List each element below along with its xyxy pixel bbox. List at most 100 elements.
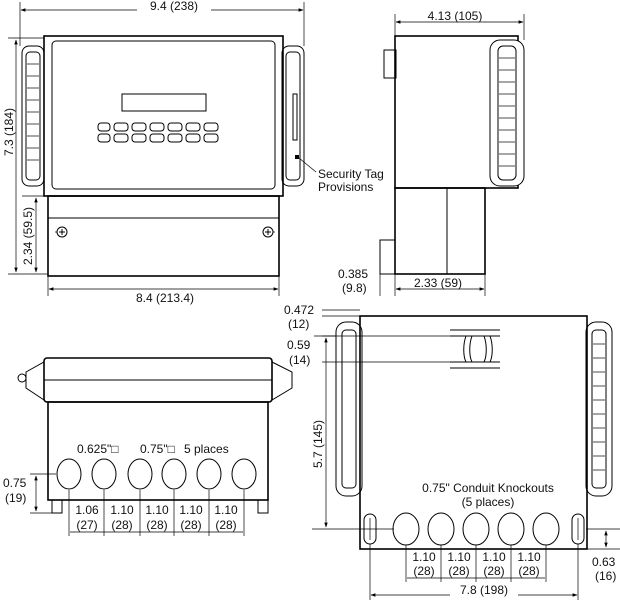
- back-spacing-value-mm: (28): [413, 564, 434, 578]
- conduit-knockout-hole: [462, 512, 490, 546]
- keypad-key: [149, 133, 165, 143]
- bottom-spacing-value: 1.06: [75, 503, 99, 517]
- left-latch-inner: [25, 51, 41, 181]
- security-tag-label-line2: Provisions: [318, 180, 373, 194]
- bottom-knockout-hole: [231, 458, 257, 490]
- side-hinge-bottom: [379, 239, 396, 275]
- keypad-key: [113, 122, 129, 132]
- left-latch-ribs: [27, 63, 39, 161]
- bottom-knockout-hole: [161, 458, 187, 490]
- display-window: [121, 93, 207, 112]
- bottom-right-latch: [271, 361, 293, 401]
- back-right-latch-inner: [591, 329, 607, 489]
- bottom-height-dimension: 0.75: [3, 476, 27, 490]
- bottom-foot-left: [51, 499, 63, 514]
- side-latch-ribs: [499, 57, 515, 167]
- back-left-latch-inner: [341, 329, 357, 489]
- bottom-spacing-value: 1.10: [145, 503, 169, 517]
- bottom-spacing-value: 1.10: [110, 503, 134, 517]
- back-plate: [359, 315, 588, 550]
- keypad-key: [131, 133, 147, 143]
- bottom-view: 0.625"□ 0.75"□ 5 places 0.75 (19) 1.06 (…: [3, 357, 293, 536]
- back-width-dimension: 7.8 (198): [460, 583, 508, 597]
- back-spacing-value: 1.10: [482, 550, 506, 564]
- back-spacing-value: 1.10: [412, 550, 436, 564]
- front-cover: [43, 35, 284, 197]
- side-lower-housing: [394, 187, 486, 275]
- back-height-dimension: 5.7 (145): [311, 420, 325, 468]
- keypad-key: [203, 122, 219, 132]
- bottom-housing: [47, 401, 269, 501]
- bottom-knockout-hole: [196, 458, 222, 490]
- bottom-foot-right: [257, 499, 269, 514]
- bottom-height-dimension-mm: (19): [5, 491, 26, 505]
- back-bracket-dimension-mm: (14): [289, 353, 310, 367]
- bottom-knockout-hole: [91, 458, 117, 490]
- side-depth-dimension: 4.13 (105): [428, 9, 483, 23]
- bottom-spacing-value: 1.10: [214, 503, 238, 517]
- keypad-key: [167, 133, 183, 143]
- lower-housing: [47, 195, 280, 277]
- conduit-knockouts-label: 0.75" Conduit Knockouts: [422, 481, 554, 495]
- back-spacing-labels: 1.10 (28) 1.10 (28) 1.10 (28) 1.10 (28): [412, 550, 541, 578]
- conduit-knockout-hole: [497, 512, 525, 546]
- conduit-knockout-hole: [427, 512, 455, 546]
- back-right-dimension-mm: (16): [595, 569, 616, 583]
- conduit-knockout-hole: [392, 512, 420, 546]
- keypad-key: [167, 122, 183, 132]
- back-spacing-value-mm: (28): [483, 564, 504, 578]
- front-view: 9.4 (238) 7.3 (184) 2.34 (59.5) 8.4 (213…: [2, 0, 384, 305]
- front-width-dimension: 9.4 (238): [150, 0, 198, 13]
- conduit-knockouts-count: (5 places): [462, 495, 515, 509]
- bottom-hole-label-large: 0.75"□: [140, 442, 175, 456]
- side-bottom-depth-dimension: 2.33 (59): [414, 276, 462, 290]
- bottom-places-label: 5 places: [184, 442, 229, 456]
- side-view: 4.13 (105) 0.385 (9.8) 2.33 (59): [338, 9, 525, 296]
- back-view: 0.75" Conduit Knockouts (5 places) 0.472…: [284, 303, 620, 600]
- bottom-spacing-value-mm: (28): [180, 518, 201, 532]
- back-right-latch-ribs: [593, 343, 605, 471]
- screw-left-icon: [55, 226, 68, 238]
- bottom-spacing-labels: 1.06 (27) 1.10 (28) 1.10 (28) 1.10 (28) …: [75, 503, 238, 532]
- keypad-key: [185, 133, 201, 143]
- side-hinge-top: [383, 49, 397, 79]
- keypad-key: [185, 122, 201, 132]
- bottom-knockout-hole: [56, 458, 82, 490]
- bottom-left-pin: [17, 373, 27, 383]
- side-latch-inner: [497, 45, 517, 181]
- conduit-knockout-hole: [532, 512, 560, 546]
- keypad-key: [113, 133, 129, 143]
- back-spacing-value: 1.10: [447, 550, 471, 564]
- keypad-key: [149, 122, 165, 132]
- bottom-left-latch: [25, 361, 45, 401]
- bottom-spacing-value-mm: (27): [76, 518, 97, 532]
- front-cover-panel: [51, 40, 276, 190]
- keypad-key: [203, 133, 219, 143]
- back-left-latch: [335, 321, 363, 497]
- back-spacing-value-mm: (28): [448, 564, 469, 578]
- tag-slot: [292, 93, 298, 141]
- side-offset-dimension: 0.385: [338, 267, 368, 281]
- side-offset-dimension-mm: (9.8): [342, 281, 367, 295]
- side-latch: [489, 39, 525, 187]
- keypad-key: [131, 122, 147, 132]
- back-top-offset-dimension: 0.472: [284, 303, 314, 317]
- bottom-spacing-value-mm: (28): [146, 518, 167, 532]
- security-tag-label: Security Tag: [318, 167, 384, 181]
- keypad-key: [97, 133, 111, 143]
- back-bracket-dimension: 0.59: [287, 338, 311, 352]
- back-spacing-value-mm: (28): [518, 564, 539, 578]
- back-top-offset-dimension-mm: (12): [288, 317, 309, 331]
- bottom-hole-label-small: 0.625"□: [77, 442, 119, 456]
- bottom-spacing-value-mm: (28): [111, 518, 132, 532]
- bottom-spacing-value-mm: (28): [215, 518, 236, 532]
- security-tag-point: [295, 155, 299, 159]
- keypad: [97, 122, 219, 143]
- bottom-knockouts: [56, 458, 257, 490]
- base-width-dimension: 8.4 (213.4): [136, 291, 194, 305]
- screw-right-icon: [262, 226, 275, 238]
- lower-height-dimension: 2.34 (59.5): [21, 207, 35, 265]
- bottom-knockout-hole: [127, 458, 153, 490]
- back-right-dimension: 0.63: [592, 555, 616, 569]
